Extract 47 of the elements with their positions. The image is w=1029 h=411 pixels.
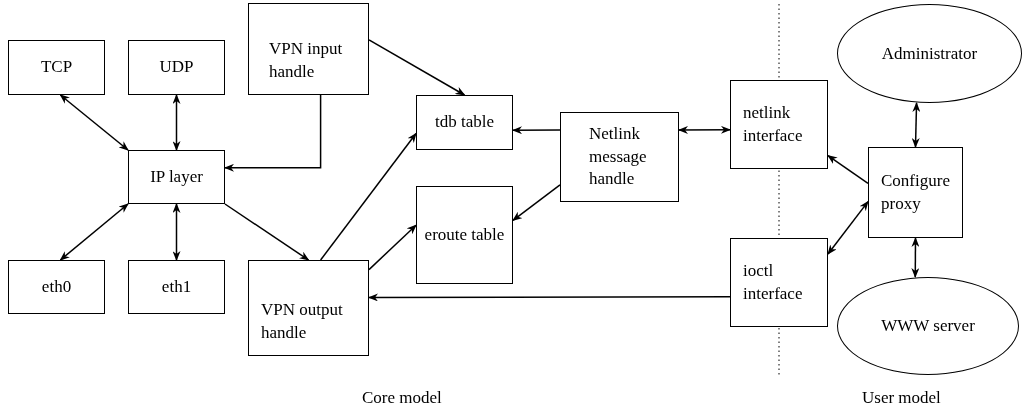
node-label: ioctl interface (742, 259, 804, 305)
node-label: netlink interface (742, 101, 804, 147)
arrow (368, 293, 731, 302)
process-box (8, 40, 105, 95)
arrow (319, 132, 417, 261)
node-label: eth1 (160, 275, 193, 298)
process-box (560, 112, 679, 202)
arrow (368, 39, 466, 96)
node-label: Netlink message handle (588, 122, 648, 191)
arrow (911, 102, 921, 148)
node-label: UDP (158, 56, 195, 79)
arrow (368, 224, 417, 271)
arrow (827, 200, 869, 255)
arrow (512, 126, 561, 135)
arrow (172, 94, 181, 151)
process-box (730, 80, 828, 169)
node-label: tdb table (434, 111, 495, 134)
region-label: Core model (362, 387, 442, 409)
node-label: IP layer (149, 165, 204, 188)
process-box (868, 147, 963, 238)
node-label: VPN output handle (260, 299, 344, 344)
process-box (248, 3, 369, 95)
node-label: TCP (39, 56, 74, 79)
arrow (172, 203, 181, 261)
arrow (59, 203, 129, 261)
node-label: eroute table (423, 223, 506, 246)
node-label: Configure proxy (880, 169, 951, 215)
process-box (248, 260, 369, 356)
process-box (8, 260, 105, 314)
node-label: eth0 (40, 275, 73, 298)
arrow (827, 154, 869, 185)
arrow (224, 94, 322, 172)
arrow (224, 203, 310, 261)
arrow (512, 184, 561, 222)
process-box (128, 150, 225, 204)
arrow (911, 237, 920, 278)
process-box (416, 186, 513, 284)
process-box (730, 238, 828, 327)
arrow (59, 94, 129, 151)
arrow (678, 125, 731, 134)
process-box (128, 40, 225, 95)
node-label: WWW server (880, 315, 976, 338)
region-label: User model (862, 387, 941, 409)
node-label: VPN input handle (268, 38, 344, 83)
node-label: Administrator (880, 42, 979, 65)
process-box (128, 260, 225, 314)
process-box (416, 95, 513, 150)
